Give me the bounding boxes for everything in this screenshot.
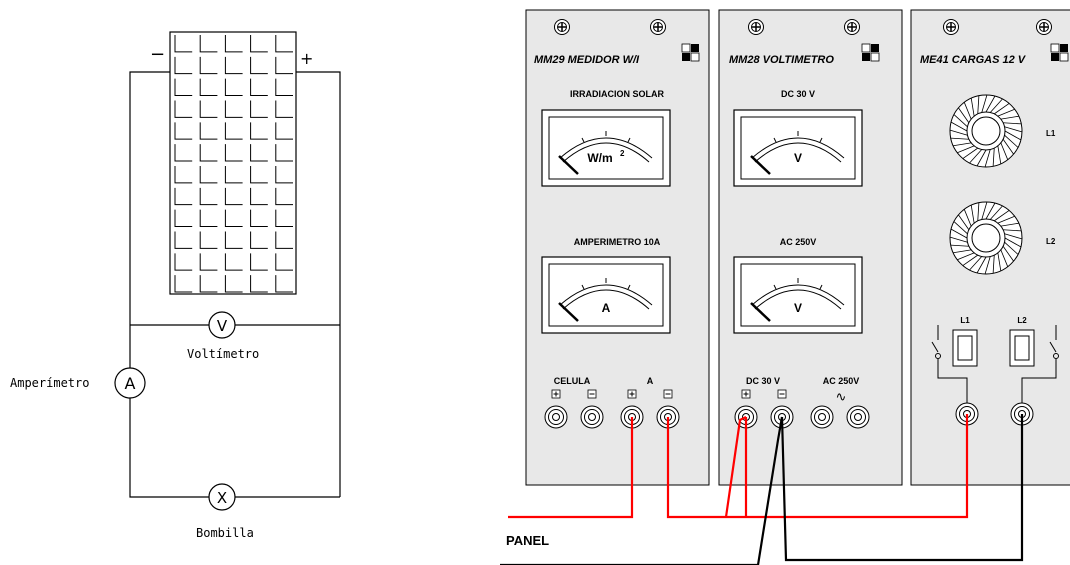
- ammeter-symbol: A: [114, 367, 146, 399]
- screw-icon: [1035, 18, 1053, 36]
- wiring: [500, 414, 1024, 565]
- module-me41: ME41 CARGAS 12 V L1 L2 L1 L2: [910, 9, 1070, 486]
- switch-l1[interactable]: [952, 329, 978, 367]
- terminal-group-celula-label: CELULA: [554, 376, 591, 386]
- module-mm28-title: MM28 VOLTIMETRO: [729, 54, 834, 66]
- meter-irradiation-label: IRRADIACION SOLAR: [570, 89, 664, 99]
- module-mm29: MM29 MEDIDOR W/I IRRADIACION SOLAR W/m 2…: [525, 9, 710, 486]
- meter-dc-unit: V: [794, 151, 802, 165]
- ammeter-label: Amperímetro: [10, 376, 89, 390]
- instrument-modules: MM29 MEDIDOR W/I IRRADIACION SOLAR W/m 2…: [500, 9, 1070, 565]
- meter-irradiation-unit-sup: 2: [620, 149, 625, 158]
- switch-contacts: [931, 325, 1059, 404]
- lamp-l2-fan-icon: [949, 201, 1023, 275]
- switch-l1-label: L1: [960, 316, 970, 325]
- dc-voltmeter-meter: V: [732, 108, 864, 188]
- minus-icon: [587, 389, 597, 399]
- switch-l2-label: L2: [1017, 316, 1027, 325]
- module-mm28: MM28 VOLTIMETRO DC 30 V V AC 250V V DC 3…: [718, 9, 903, 486]
- screw-icon: [553, 18, 571, 36]
- switch-l2[interactable]: [1009, 329, 1035, 367]
- svg-text:V: V: [217, 317, 228, 335]
- plus-icon: [741, 389, 751, 399]
- schematic-wires: [129, 71, 341, 498]
- terminal-group-a-label: A: [647, 376, 654, 386]
- screw-icon: [747, 18, 765, 36]
- screw-icon: [843, 18, 861, 36]
- meter-ac-label: AC 250V: [780, 237, 817, 247]
- voltmeter-symbol: V: [208, 311, 236, 339]
- minus-icon: [663, 389, 673, 399]
- lamp-l1-fan-icon: [949, 94, 1023, 168]
- plus-icon: [551, 389, 561, 399]
- meter-ammeter-unit: A: [602, 301, 611, 315]
- panel-wire-label: PANEL: [506, 533, 549, 548]
- black-wire-panel-minus: [500, 416, 784, 565]
- red-wire-ammeter-to-load: [666, 414, 969, 519]
- lamp-l2-label: L2: [1046, 237, 1056, 246]
- jack-ac-1[interactable]: [810, 405, 834, 429]
- lamp-symbol: X: [208, 483, 236, 511]
- minus-icon: [777, 389, 787, 399]
- meter-dc-label: DC 30 V: [781, 89, 815, 99]
- jack-ac-2[interactable]: [846, 405, 870, 429]
- ac-wave-icon: ∿: [836, 390, 847, 405]
- terminal-group-dc-label: DC 30 V: [746, 376, 780, 386]
- black-wire-dc-minus-to-load: [780, 414, 1024, 562]
- screw-icon: [942, 18, 960, 36]
- solar-panel-symbol: [169, 31, 297, 295]
- svg-text:X: X: [217, 489, 227, 507]
- svg-text:A: A: [125, 374, 136, 393]
- module-mm29-title: MM29 MEDIDOR W/I: [534, 54, 640, 66]
- circuit-schematic: − + V Voltímetro A Amperímetro X Bombill…: [10, 31, 341, 540]
- panel-plus-sign: +: [300, 49, 313, 68]
- panel-minus-sign: −: [150, 44, 165, 65]
- jack-celula-minus[interactable]: [580, 405, 604, 429]
- meter-ammeter-label: AMPERIMETRO 10A: [574, 237, 661, 247]
- voltmeter-label: Voltímetro: [187, 347, 259, 361]
- meter-irradiation-unit: W/m: [587, 151, 612, 165]
- lamp-l1-label: L1: [1046, 129, 1056, 138]
- lamp-label: Bombilla: [196, 526, 254, 540]
- red-wire-panel-to-ammeter: [508, 417, 634, 519]
- module-me41-title: ME41 CARGAS 12 V: [920, 54, 1027, 66]
- irradiation-meter: W/m 2: [540, 108, 672, 188]
- jack-celula-plus[interactable]: [544, 405, 568, 429]
- ac-voltmeter-meter: V: [732, 255, 864, 335]
- screw-icon: [649, 18, 667, 36]
- plus-icon: [627, 389, 637, 399]
- ammeter-meter: A: [540, 255, 672, 335]
- meter-ac-unit: V: [794, 301, 802, 315]
- red-wire-dc-plus-tap: [724, 416, 747, 518]
- terminal-group-ac-label: AC 250V: [823, 376, 860, 386]
